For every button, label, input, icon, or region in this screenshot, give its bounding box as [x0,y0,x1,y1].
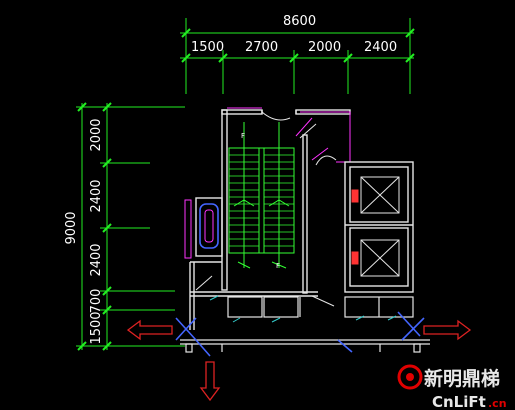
cyan-marks [209,295,397,323]
top-dimension-chain [180,18,415,94]
door-swings [195,111,337,307]
elevator-car-lower [351,239,400,277]
elevator-car-upper [351,176,400,214]
doors [184,107,351,259]
left-dimension-chain [76,102,185,351]
dim-top-total: 8600 [283,14,316,29]
stair-flights [228,147,295,254]
exit-arrow-down [199,361,221,402]
stair-direction-lines [233,122,290,269]
dim-left-seg-3: 2400 [89,243,104,276]
dim-top-seg-4: 2400 [364,40,397,55]
pipe-markers [175,311,425,357]
dim-left-seg-1: 2000 [89,118,104,151]
stair-mark-upper: F [241,132,245,140]
watermark-line1: 新明鼎梯 [424,367,500,390]
watermark-line2: CnLiFt [432,393,486,410]
exit-arrow-right [423,319,472,341]
dim-left-seg-2: 2400 [89,179,104,212]
dim-left-seg-5: 1500 [89,311,104,344]
dim-top-seg-1: 1500 [191,40,224,55]
elevator-shafts [344,161,414,293]
stair-treads [229,154,294,247]
lower-corridor [180,339,430,353]
dim-left-total: 9000 [64,211,79,244]
hydrant-box [195,197,223,257]
dim-top-seg-3: 2000 [308,40,341,55]
watermark-logo: 新明鼎梯 CnLiFt .cn [397,364,507,410]
watermark-line3: .cn [488,397,507,410]
lower-cabinets [227,296,414,318]
exit-arrow-left [126,319,173,341]
stair-mark-lower: F [276,262,280,270]
dim-top-seg-2: 2700 [245,40,278,55]
dim-left-seg-4: 700 [89,289,104,314]
